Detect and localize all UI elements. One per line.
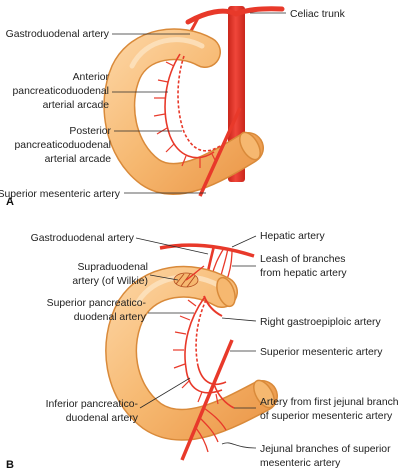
label-leash-2: from hepatic artery <box>260 268 347 279</box>
label-first-jejunal-1: Artery from first jejunal branch <box>260 397 399 408</box>
duodenum-end-a <box>239 131 261 161</box>
label-right-gastroepiploic: Right gastroepiploic artery <box>260 317 382 328</box>
label-gastroduodenal-artery-b: Gastroduodenal artery <box>31 233 135 244</box>
label-superior-pd-2: duodenal artery <box>74 312 147 323</box>
label-anterior-arcade-1: Anterior <box>73 72 110 83</box>
duodenum-end-b <box>216 276 236 308</box>
hepatic-artery-b <box>159 243 255 258</box>
jejunal-branches <box>195 407 227 453</box>
label-superior-mesenteric-artery-a: Superior mesenteric artery <box>0 189 121 200</box>
label-jejunal-branches-1: Jejunal branches of superior <box>260 444 391 455</box>
duodenum-distal-end-b <box>253 379 275 409</box>
label-posterior-arcade-2: pancreaticoduodenal <box>15 140 111 151</box>
label-gastroduodenal-artery-a: Gastroduodenal artery <box>6 29 110 40</box>
label-anterior-arcade-3: arterial arcade <box>43 100 110 111</box>
label-jejunal-branches-2: mesenteric artery <box>260 458 341 469</box>
label-anterior-arcade-2: pancreaticoduodenal <box>13 86 109 97</box>
label-inferior-pd-1: Inferior pancreatico- <box>46 399 138 410</box>
superior-mesenteric-artery-a <box>198 107 242 197</box>
right-gastroepiploic-artery <box>203 295 223 317</box>
posterior-arcade <box>177 55 221 152</box>
leader-supraduodenal <box>149 274 179 281</box>
label-celiac-trunk: Celiac trunk <box>290 9 346 20</box>
label-superior-pd-1: Superior pancreatico- <box>47 298 146 309</box>
leader-jejunal-branches <box>221 442 257 449</box>
first-jejunal-branch-artery <box>213 383 235 409</box>
label-inferior-pd-2: duodenal artery <box>66 413 139 424</box>
label-hepatic-artery: Hepatic artery <box>260 231 325 242</box>
leader-hepatic-artery <box>231 235 257 248</box>
label-posterior-arcade-3: arterial arcade <box>45 154 112 165</box>
supraduodenal-hatch <box>173 265 205 288</box>
leader-inferior-pd <box>139 377 191 409</box>
label-supraduodenal-1: Supraduodenal <box>78 262 149 273</box>
panel-letter-b: B <box>6 459 14 471</box>
panel-b: Gastroduodenal artery Supraduodenal arte… <box>6 231 399 471</box>
leader-gastroduodenal-b <box>135 237 209 255</box>
label-posterior-arcade-1: Posterior <box>69 126 111 137</box>
panel-letter-a: A <box>6 196 14 208</box>
label-supraduodenal-2: artery (of Wilkie) <box>72 276 148 287</box>
panel-a: Celiac trunk Gastroduodenal artery Anter… <box>0 6 346 208</box>
leader-right-gastroepiploic <box>221 317 257 322</box>
superior-pd-arcade-anterior <box>184 297 205 369</box>
label-first-jejunal-2: of superior mesenteric artery <box>260 411 393 422</box>
celiac-trunk-branches <box>185 6 285 25</box>
vasa-recta-a <box>153 61 217 168</box>
superior-pd-arcade-posterior <box>195 299 207 367</box>
label-leash-1: Leash of branches <box>260 254 346 265</box>
vasa-recta-b <box>173 299 219 405</box>
superior-mesenteric-artery-b <box>180 339 234 461</box>
label-superior-mesenteric-artery-b: Superior mesenteric artery <box>260 347 383 358</box>
anterior-arcade <box>164 53 215 159</box>
